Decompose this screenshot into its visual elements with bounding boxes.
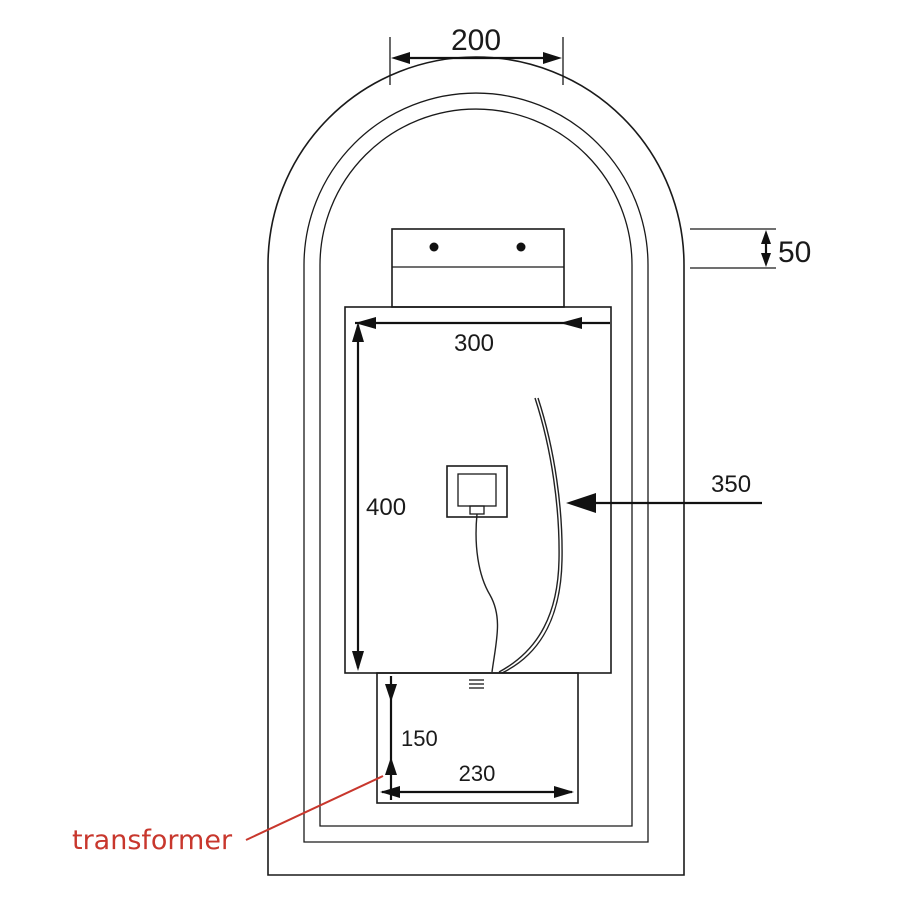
switch-cable [475,513,499,673]
bracket-screw-left [429,242,439,252]
dim-200-label: 200 [451,24,501,57]
dim-400-label: 400 [366,494,406,521]
dim-400-arrow-top [352,322,364,342]
dim-350-arrow [566,493,596,513]
dim-300-arrow-right [560,317,582,329]
power-cable [498,397,560,673]
transformer-leader [245,775,384,841]
dim-300-label: 300 [454,330,494,357]
middle-frame [303,92,649,843]
power-cable-inner [501,397,563,674]
inner-frame [319,108,633,827]
dim-350-label: 350 [711,471,751,498]
dim-200-arrow-left [391,52,410,64]
transformer-label: transformer [72,825,233,856]
dim-230-label: 230 [459,761,496,786]
hanging-bracket [391,228,565,308]
dim-200-arrow-right [543,52,562,64]
dim-300-arrow-left [355,317,376,329]
bracket-screw-right [516,242,526,252]
switch-connector [469,505,485,515]
dim-230-arrow-left [380,786,400,798]
dim-150-arrow-top [385,684,397,702]
back-box [344,306,612,674]
dim-150-arrow-bottom [385,757,397,775]
switch-button [457,473,497,507]
dim-230-arrow-right [554,786,574,798]
dim-50-arrow-top [761,230,771,244]
dim-400-arrow-bottom [352,651,364,671]
dim-150-label: 150 [401,726,438,751]
dim-50-label: 50 [778,236,811,269]
dim-50-arrow-bottom [761,253,771,267]
transformer-box [376,672,579,804]
